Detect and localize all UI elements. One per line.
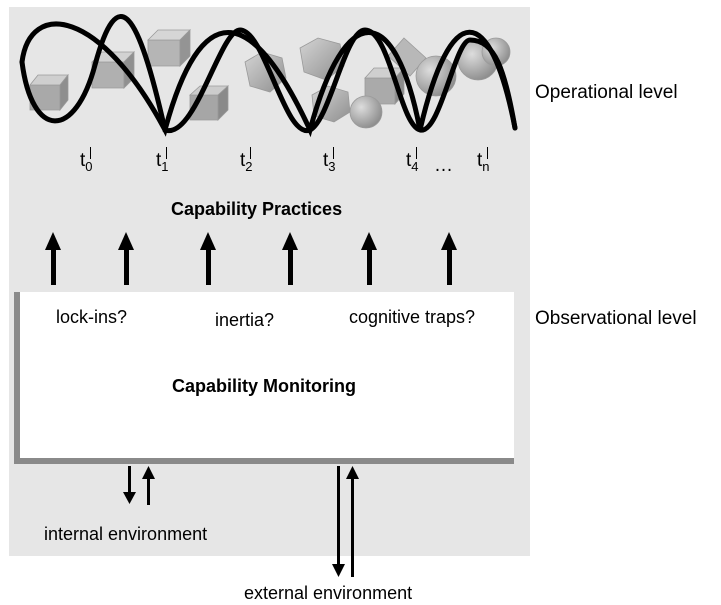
external-environment-arrows bbox=[332, 466, 359, 577]
practice-arrow-6 bbox=[441, 232, 457, 285]
capability-monitoring-box bbox=[14, 292, 514, 464]
internal-environment-label: internal environment bbox=[44, 524, 208, 544]
observational-level-label: Observational level bbox=[535, 308, 697, 329]
issue-inertia: inertia? bbox=[215, 310, 275, 330]
timepoint-label: tn bbox=[477, 147, 490, 174]
issue-lock-ins: lock-ins? bbox=[56, 307, 128, 327]
internal-environment-arrows bbox=[123, 466, 155, 505]
timepoint-label: t2 bbox=[240, 147, 253, 174]
practice-arrow-5 bbox=[361, 232, 377, 285]
external-environment-label: external environment bbox=[244, 583, 413, 603]
practice-arrow-4 bbox=[282, 232, 298, 285]
issue-cognitive-traps: cognitive traps? bbox=[349, 307, 476, 327]
sphere-shape-4 bbox=[349, 95, 383, 129]
capability-wave-2 bbox=[19, 14, 518, 133]
practice-arrow-1 bbox=[45, 232, 61, 285]
timepoint-label: t3 bbox=[323, 147, 336, 174]
practice-arrow-2 bbox=[118, 232, 134, 285]
timepoint-label: t1 bbox=[156, 147, 169, 174]
timepoint-ellipsis: … bbox=[434, 155, 453, 176]
capability-monitoring-title: Capability Monitoring bbox=[172, 376, 356, 396]
timepoint-label: t4 bbox=[406, 147, 419, 174]
capability-practices-label: Capability Practices bbox=[171, 199, 343, 219]
cube-shape-1 bbox=[29, 73, 69, 112]
operational-level-label: Operational level bbox=[535, 82, 678, 103]
timepoint-label: t0 bbox=[80, 147, 93, 174]
practice-arrow-3 bbox=[200, 232, 216, 285]
cube-shape-5 bbox=[364, 66, 405, 106]
practice-arrows bbox=[45, 232, 457, 285]
cube-shape-3 bbox=[147, 29, 191, 67]
